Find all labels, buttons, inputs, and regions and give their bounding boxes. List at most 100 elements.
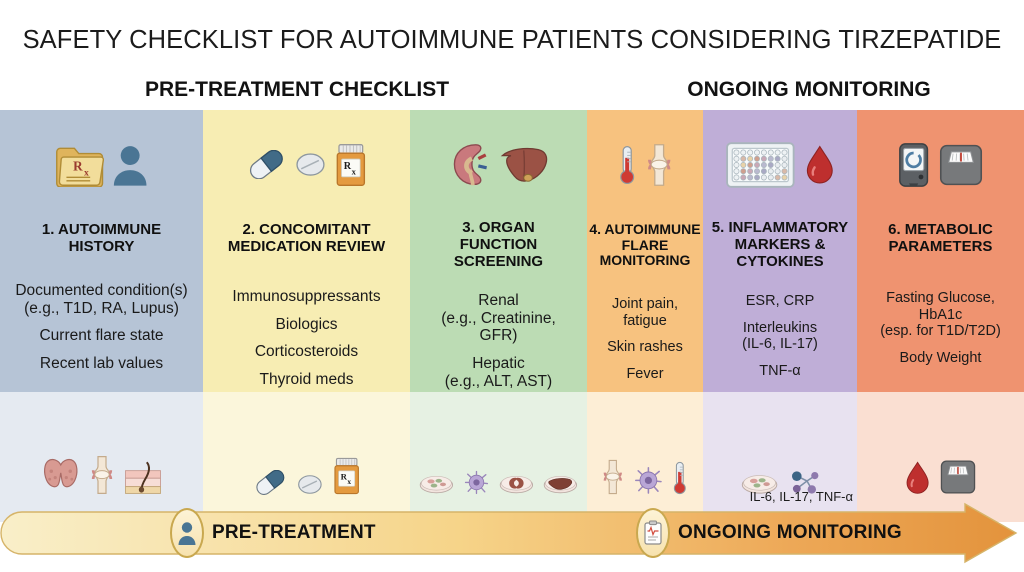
tray-background [857, 392, 1024, 522]
kidney-dish-icon [499, 476, 533, 494]
liver-dish-icon [544, 476, 578, 494]
kidney-icon [453, 143, 488, 185]
weight-scale-icon [939, 143, 983, 192]
column-detail-item: Biologics [275, 315, 338, 333]
joint-icon [647, 143, 670, 186]
glucometer-icon [898, 142, 929, 193]
tray-background [703, 392, 857, 522]
column-detail-item: Fasting Glucose, HbA1c (esp. for T1D/T2D… [880, 290, 1001, 340]
kidney-dish-icon [499, 473, 534, 500]
column-detail-item: Immunosuppressants [232, 288, 381, 305]
petri-dish-icon [742, 475, 778, 494]
tray-icon-row [703, 469, 857, 500]
capsule-pill-icon [250, 149, 284, 180]
column-detail-item: Fever [626, 365, 664, 382]
tray-icon-row [410, 470, 587, 500]
weight-scale-icon [940, 459, 976, 500]
column-icon-row [587, 124, 703, 210]
weight-scale-icon [940, 460, 976, 494]
column-detail-item: Documented condition(s) (e.g., T1D, RA, … [15, 282, 188, 317]
joint-icon [90, 455, 114, 500]
svg-text:x: x [352, 166, 357, 176]
timeline-arrow: PRE-TREATMENT ONGOING MONITORING [0, 502, 1024, 564]
cytokine-molecule-icon [789, 469, 819, 500]
tray-background [203, 392, 410, 522]
svg-text:x: x [347, 477, 351, 486]
column-title: 5. INFLAMMATORY MARKERS & CYTOKINES [711, 219, 849, 270]
column-detail-item: ESR, CRP [745, 293, 815, 309]
thermometer-icon [674, 461, 687, 495]
column-detail-item: Corticosteroids [254, 343, 359, 361]
column-icon-row [857, 124, 1024, 210]
column-detail-item: Hepatic (e.g., ALT, AST) [444, 354, 553, 390]
tray-icon-row [587, 459, 703, 500]
capsule-pill-icon [256, 469, 285, 495]
blood-drop-icon [805, 145, 835, 190]
immune-cell-icon [634, 467, 662, 494]
skin-layers-icon [124, 460, 162, 500]
column-tray [857, 392, 1024, 522]
cytokine-molecule-icon [791, 471, 818, 494]
timeline-node-ongoing-monitoring[interactable] [636, 508, 670, 558]
liver-icon [499, 144, 549, 191]
column-title: 4. AUTOIMMUNE FLARE MONITORING [589, 221, 701, 269]
tablet-pill-icon [295, 152, 326, 182]
liver-dish-icon [543, 473, 578, 500]
column-detail-item: Renal (e.g., Creatinine, GFR) [441, 292, 556, 345]
column-tray [587, 392, 703, 522]
column-detail-item: Thyroid meds [259, 370, 354, 388]
column-detail-item: Interleukins (IL-6, IL-17) [742, 319, 818, 353]
timeline-label-pre-treatment: PRE-TREATMENT [212, 522, 376, 543]
thyroid-gland-icon [43, 459, 78, 488]
tray-background [587, 392, 703, 522]
timeline-node-pre-treatment[interactable] [170, 508, 204, 558]
section-header-ongoing-monitoring: ONGOING MONITORING [687, 78, 931, 101]
capsule-pill-icon [253, 469, 287, 500]
svg-text:R: R [73, 158, 83, 173]
column-detail-list: Fasting Glucose, HbA1c (esp. for T1D/T2D… [851, 290, 1024, 376]
column-detail-item: Skin rashes [607, 339, 683, 356]
column-icon-row [703, 124, 857, 210]
column-detail-item: Body Weight [899, 349, 982, 366]
joint-icon [602, 459, 624, 500]
patient-person-icon [178, 522, 196, 545]
petri-dish-icon [741, 472, 778, 500]
weight-scale-icon [939, 144, 982, 185]
column-tray [410, 392, 587, 522]
section-header-pre-treatment: PRE-TREATMENT CHECKLIST [144, 78, 450, 101]
capsule-pill-icon [246, 149, 286, 185]
column-detail-list: Renal (e.g., Creatinine, GFR) Hepatic (e.… [404, 292, 593, 400]
tablet-pill-icon [296, 153, 325, 176]
column-icon-row [410, 124, 587, 210]
column-detail-item: Recent lab values [39, 354, 164, 372]
skin-layers-icon [125, 461, 162, 494]
tray-background [410, 392, 587, 522]
immune-cell-icon [464, 470, 488, 495]
thermometer-icon [618, 145, 636, 190]
blood-drop-icon [905, 461, 930, 500]
thyroid-gland-icon [41, 457, 81, 500]
column-title: 1. AUTOIMMUNE HISTORY [41, 221, 162, 255]
clipboard-chart-icon [644, 520, 662, 545]
column-tray [0, 392, 203, 522]
petri-dish-icon [419, 473, 454, 500]
